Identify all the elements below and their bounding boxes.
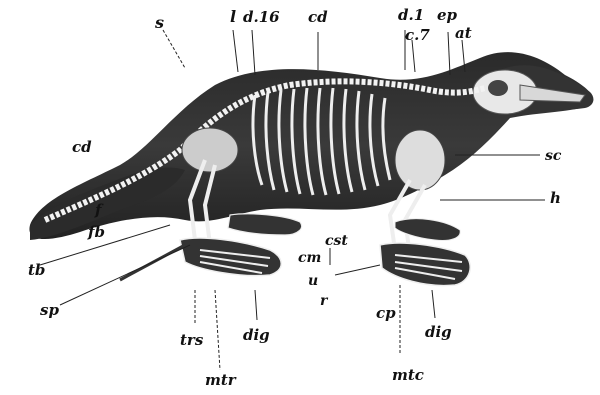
pelvis <box>182 128 238 172</box>
label-r: r <box>320 293 329 309</box>
label-tb: tb <box>28 261 45 279</box>
label-h: h <box>550 189 561 207</box>
fore-foot <box>380 243 470 286</box>
label-fb: fb <box>87 223 105 241</box>
label-cst: cst <box>325 233 348 249</box>
label-s: s <box>154 13 164 32</box>
label-mtr: mtr <box>205 371 237 389</box>
label-sp: sp <box>40 301 59 319</box>
label-sc: sc <box>545 148 562 164</box>
label-d1: d.1 <box>398 6 424 24</box>
label-d16: d.16 <box>243 8 280 26</box>
hind-foot-upper <box>228 214 302 235</box>
label-dig-left: dig <box>243 326 270 344</box>
label-cp: cp <box>376 304 396 322</box>
fore-web <box>395 219 460 241</box>
label-dig-right: dig <box>425 323 452 341</box>
label-ep: ep <box>437 6 458 24</box>
label-mtc: mtc <box>392 366 424 384</box>
label-cm: cm <box>298 250 321 266</box>
shoulder-girdle <box>395 130 445 190</box>
label-at: at <box>455 24 472 42</box>
label-l: l <box>230 7 236 26</box>
label-trs: trs <box>180 331 204 349</box>
label-cd-left: cd <box>72 138 92 156</box>
label-u: u <box>308 273 318 289</box>
orbit <box>488 80 508 96</box>
label-c7: c.7 <box>405 26 430 44</box>
label-cd-top: cd <box>308 8 328 26</box>
